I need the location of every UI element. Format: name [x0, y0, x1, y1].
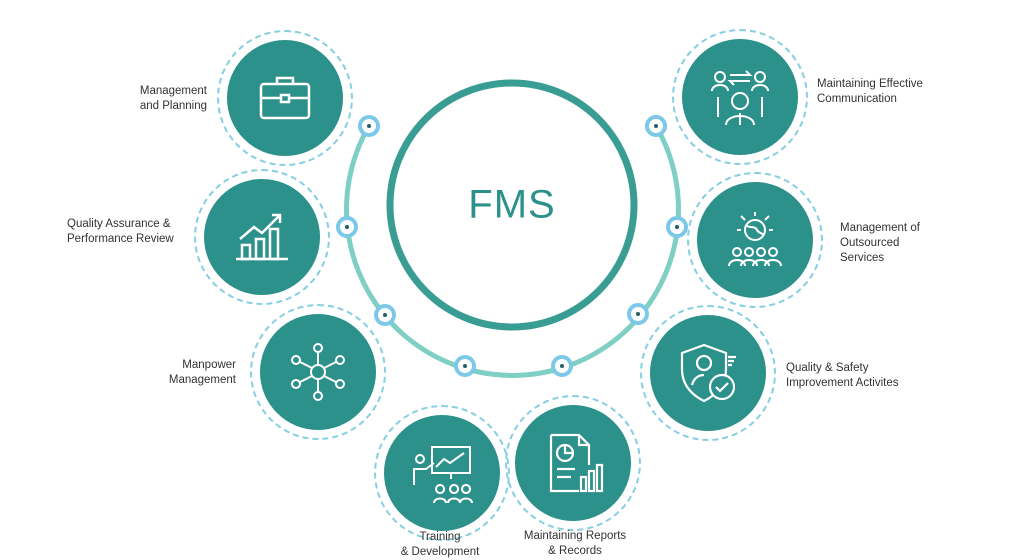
report-icon: [515, 405, 631, 521]
arc-node: [454, 355, 476, 377]
arc-node: [666, 216, 688, 238]
global-team-icon: [697, 182, 813, 298]
briefcase-icon: [227, 40, 343, 156]
arc-node: [358, 115, 380, 137]
dashed-ring: [505, 395, 641, 531]
arc-node: [336, 216, 358, 238]
arc-node: [374, 304, 396, 326]
dashed-ring: [217, 30, 353, 166]
item-management-planning[interactable]: [217, 30, 353, 166]
arc-node: [627, 303, 649, 325]
label-reports: Maintaining Reports& Records: [523, 530, 627, 557]
dashed-ring: [250, 304, 386, 440]
dashed-ring: [640, 305, 776, 441]
arc-node: [645, 115, 667, 137]
growth-chart-icon: [204, 179, 320, 295]
item-quality-safety[interactable]: [640, 305, 776, 441]
dashed-ring: [687, 172, 823, 308]
arc-node: [551, 355, 573, 377]
fms-title: FMS: [468, 182, 556, 227]
presentation-icon: [384, 415, 500, 531]
item-reports[interactable]: [505, 395, 641, 531]
shield-check-icon: [650, 315, 766, 431]
fms-center-circle: [386, 79, 638, 331]
label-training: Training& Development: [400, 531, 480, 558]
label-quality-assurance: Quality Assurance &Performance Review: [67, 218, 174, 245]
item-outsourced-services[interactable]: [687, 172, 823, 308]
team-network-icon: [260, 314, 376, 430]
communication-icon: [682, 39, 798, 155]
item-training[interactable]: [374, 405, 510, 541]
dashed-ring: [194, 169, 330, 305]
dashed-ring: [672, 29, 808, 165]
item-communication[interactable]: [672, 29, 808, 165]
item-manpower[interactable]: [250, 304, 386, 440]
item-quality-assurance[interactable]: [194, 169, 330, 305]
